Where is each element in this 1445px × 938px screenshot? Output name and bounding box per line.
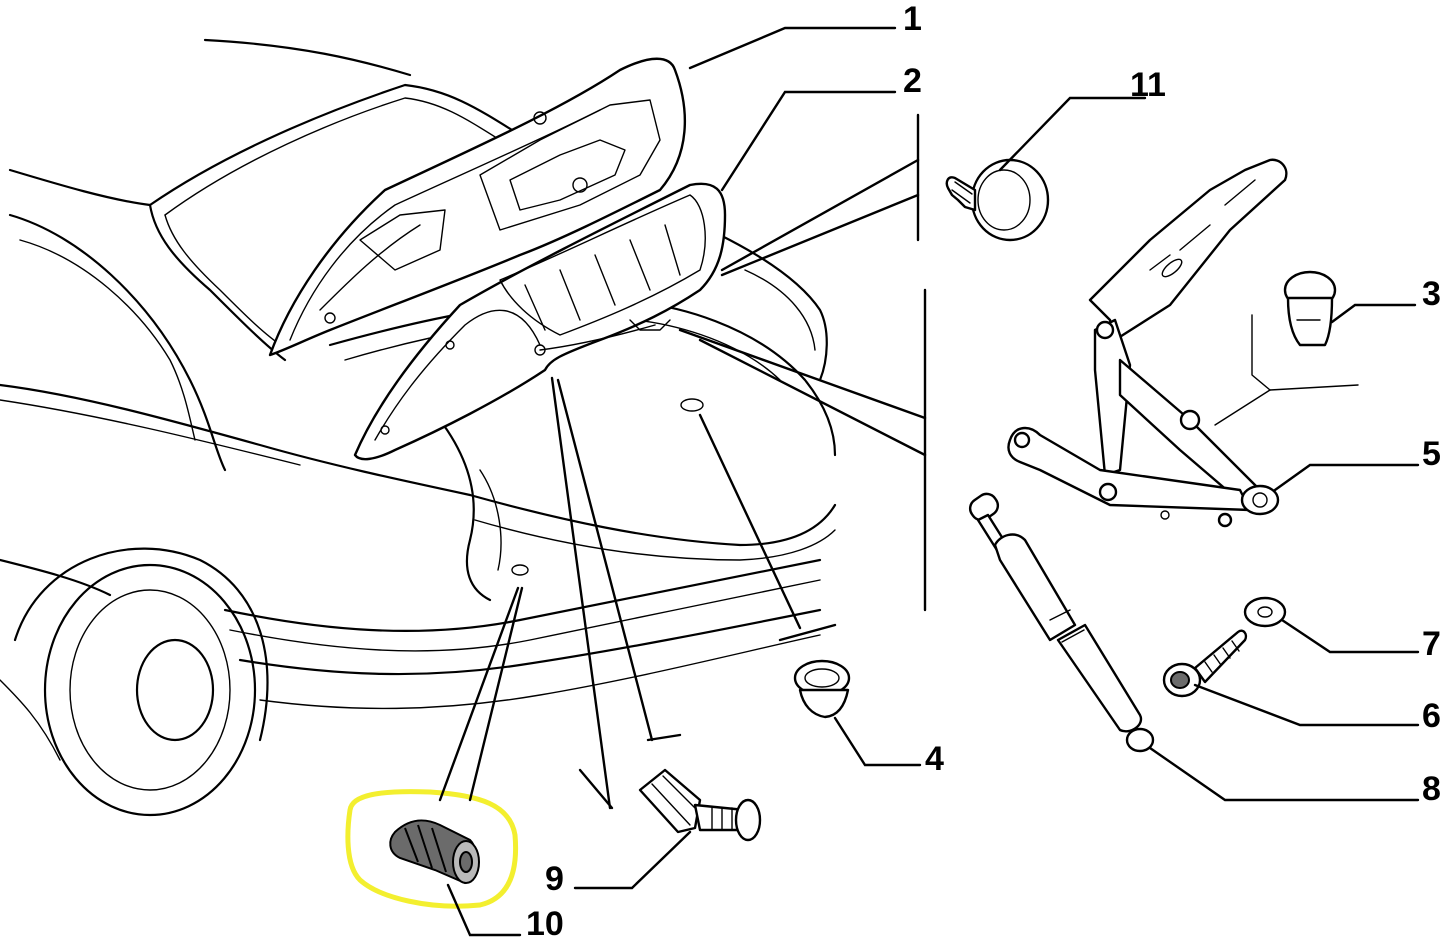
callout-5: 5 (1422, 435, 1441, 473)
callout-6: 6 (1422, 697, 1441, 735)
rubber-bumper-10 (389, 819, 480, 885)
trunk-lid (268, 57, 687, 357)
callout-3: 3 (1422, 275, 1441, 313)
leader-lines (438, 26, 1420, 937)
washer-7 (1243, 596, 1287, 628)
callout-4: 4 (925, 740, 944, 778)
callout-9: 9 (545, 860, 564, 898)
callout-2: 2 (903, 62, 922, 100)
gas-strut (968, 492, 1155, 753)
car-body (0, 38, 837, 817)
callout-1: 1 (903, 0, 922, 38)
bolt-6 (1162, 629, 1248, 698)
callout-10: 10 (526, 905, 564, 938)
highlight-ring (345, 789, 519, 909)
plug-3 (1283, 270, 1337, 347)
callout-11: 11 (1130, 66, 1166, 104)
callout-labels: 1 2 3 4 5 6 7 8 9 10 11 (526, 0, 1441, 938)
push-clip-11 (945, 158, 1050, 242)
grommet-4 (793, 659, 851, 719)
callout-7: 7 (1422, 625, 1441, 663)
buffer-screw-9 (638, 768, 762, 842)
trim-panel (353, 182, 727, 461)
hinge-assembly (1007, 158, 1288, 528)
callout-8: 8 (1422, 770, 1441, 808)
